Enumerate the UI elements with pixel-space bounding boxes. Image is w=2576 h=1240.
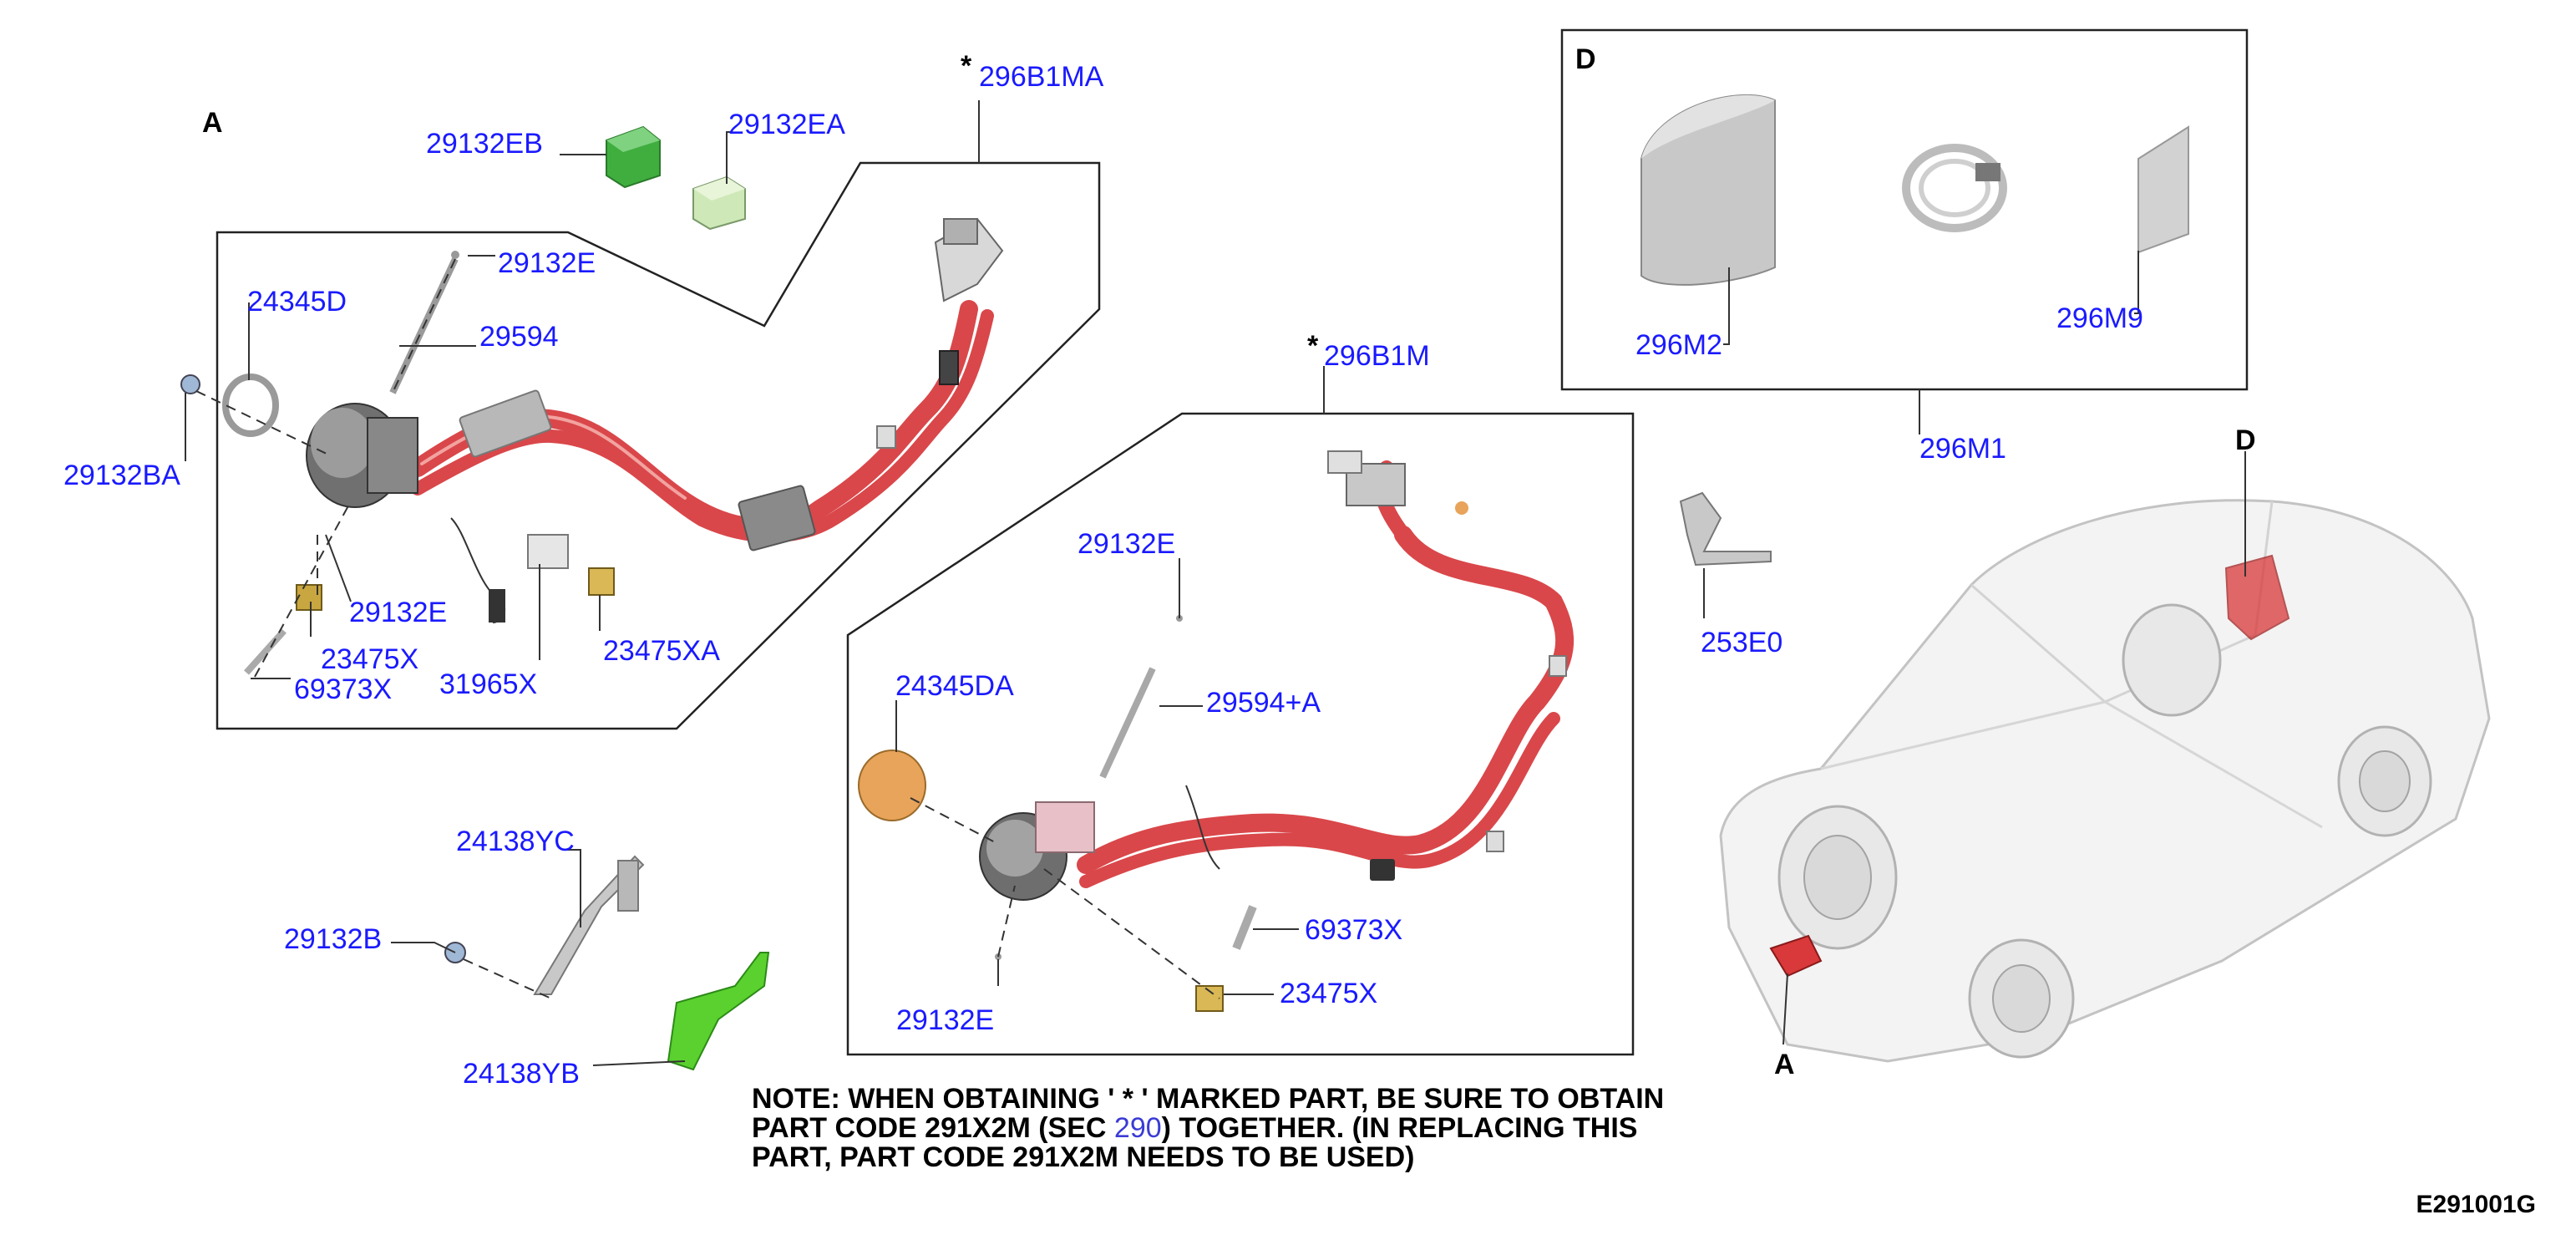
part-label-253E0[interactable]: 253E0 <box>1701 627 1782 658</box>
part-label-296M2[interactable]: 296M2 <box>1635 329 1722 361</box>
label-sheet-296M9 <box>2137 125 2189 254</box>
bracket-24138YC <box>533 855 645 995</box>
part-label-29132E-right[interactable]: 29132E <box>1078 528 1175 560</box>
part-label-69373X-left[interactable]: 69373X <box>294 673 392 705</box>
note-line-2-end: ) TOGETHER. (IN REPLACING THIS <box>1161 1112 1638 1144</box>
part-label-69373X-right[interactable]: 69373X <box>1305 914 1402 946</box>
part-label-24138YB[interactable]: 24138YB <box>463 1058 580 1090</box>
vehicle-illustration <box>1719 499 2491 1063</box>
frame-left-assembly <box>216 161 1101 730</box>
part-label-24138YC[interactable]: 24138YC <box>456 826 575 857</box>
part-label-29132E-mid[interactable]: 29132E <box>349 597 447 628</box>
cover-296M2 <box>1640 94 1776 286</box>
bolt-29132BA <box>180 374 200 394</box>
section-label-D: D <box>1575 43 1596 75</box>
part-label-23475X-right[interactable]: 23475X <box>1280 978 1377 1009</box>
vehicle-highlight-D <box>2224 554 2290 641</box>
note-line-2-start: PART CODE 291X2M (SEC <box>752 1112 1114 1144</box>
screw-29132E-top <box>451 251 459 259</box>
frame-box-D <box>1560 28 2249 391</box>
diagram-code: E291001G <box>2416 1191 2536 1218</box>
part-label-29594A[interactable]: 29594+A <box>1206 687 1321 719</box>
part-label-296B1MA[interactable]: 296B1MA <box>979 61 1104 93</box>
bolt-69373X-left <box>244 628 287 675</box>
part-label-296B1M[interactable]: 296B1M <box>1324 340 1430 372</box>
part-label-296M9[interactable]: 296M9 <box>2056 302 2143 334</box>
note-line-2: PART CODE 291X2M (SEC 290) TOGETHER. (IN… <box>752 1114 1754 1143</box>
part-label-29132E-top[interactable]: 29132E <box>498 247 596 279</box>
cover-24345DA <box>858 750 926 821</box>
connector-29132EA <box>692 175 746 231</box>
nut-23475XA <box>588 567 615 596</box>
bracket-253E0 <box>1679 491 1772 567</box>
part-label-23475X-left[interactable]: 23475X <box>321 643 418 675</box>
parts-note: NOTE: WHEN OBTAINING ' * ' MARKED PART, … <box>752 1085 1754 1172</box>
part-label-29132EB[interactable]: 29132EB <box>426 128 543 160</box>
heater-unit-right <box>979 801 1095 901</box>
bracket-24138YB <box>667 952 770 1071</box>
part-label-29132EA[interactable]: 29132EA <box>728 109 845 140</box>
ring-24345D <box>222 374 279 437</box>
part-label-29132B[interactable]: 29132B <box>284 923 382 955</box>
part-label-29132BA[interactable]: 29132BA <box>63 460 180 491</box>
star-mark-296B1M: * <box>1307 330 1319 362</box>
star-mark-296B1MA: * <box>961 50 972 82</box>
part-label-29594[interactable]: 29594 <box>479 321 559 353</box>
section-290-link[interactable]: 290 <box>1113 1112 1162 1144</box>
note-line-1: NOTE: WHEN OBTAINING ' * ' MARKED PART, … <box>752 1083 1665 1115</box>
part-label-31965X[interactable]: 31965X <box>439 668 537 700</box>
vehicle-marker-A: A <box>1774 1049 1795 1080</box>
nut-23475X-left <box>296 584 322 611</box>
part-label-29132E-bottom[interactable]: 29132E <box>896 1004 994 1036</box>
clip-31965X <box>527 534 569 569</box>
cable-right-assembly <box>1077 450 1575 888</box>
connector-29132EB <box>606 125 661 189</box>
vehicle-marker-D: D <box>2235 424 2256 456</box>
harness-296M1 <box>1902 144 2007 232</box>
section-label-A: A <box>202 107 223 139</box>
vehicle-highlight-A <box>1769 934 1823 978</box>
part-label-296M1[interactable]: 296M1 <box>1919 433 2006 465</box>
note-line-3: PART, PART CODE 291X2M NEEDS TO BE USED) <box>752 1141 1415 1173</box>
part-label-24345D[interactable]: 24345D <box>247 286 347 318</box>
part-label-24345DA[interactable]: 24345DA <box>895 670 1014 702</box>
rod-29594A <box>1099 667 1156 779</box>
bolt-69373X-right <box>1232 905 1257 950</box>
cable-left-assembly <box>408 217 1004 623</box>
part-label-23475XA[interactable]: 23475XA <box>603 635 720 667</box>
frame-right-assembly <box>846 412 1635 1056</box>
heater-unit-left <box>306 403 418 508</box>
